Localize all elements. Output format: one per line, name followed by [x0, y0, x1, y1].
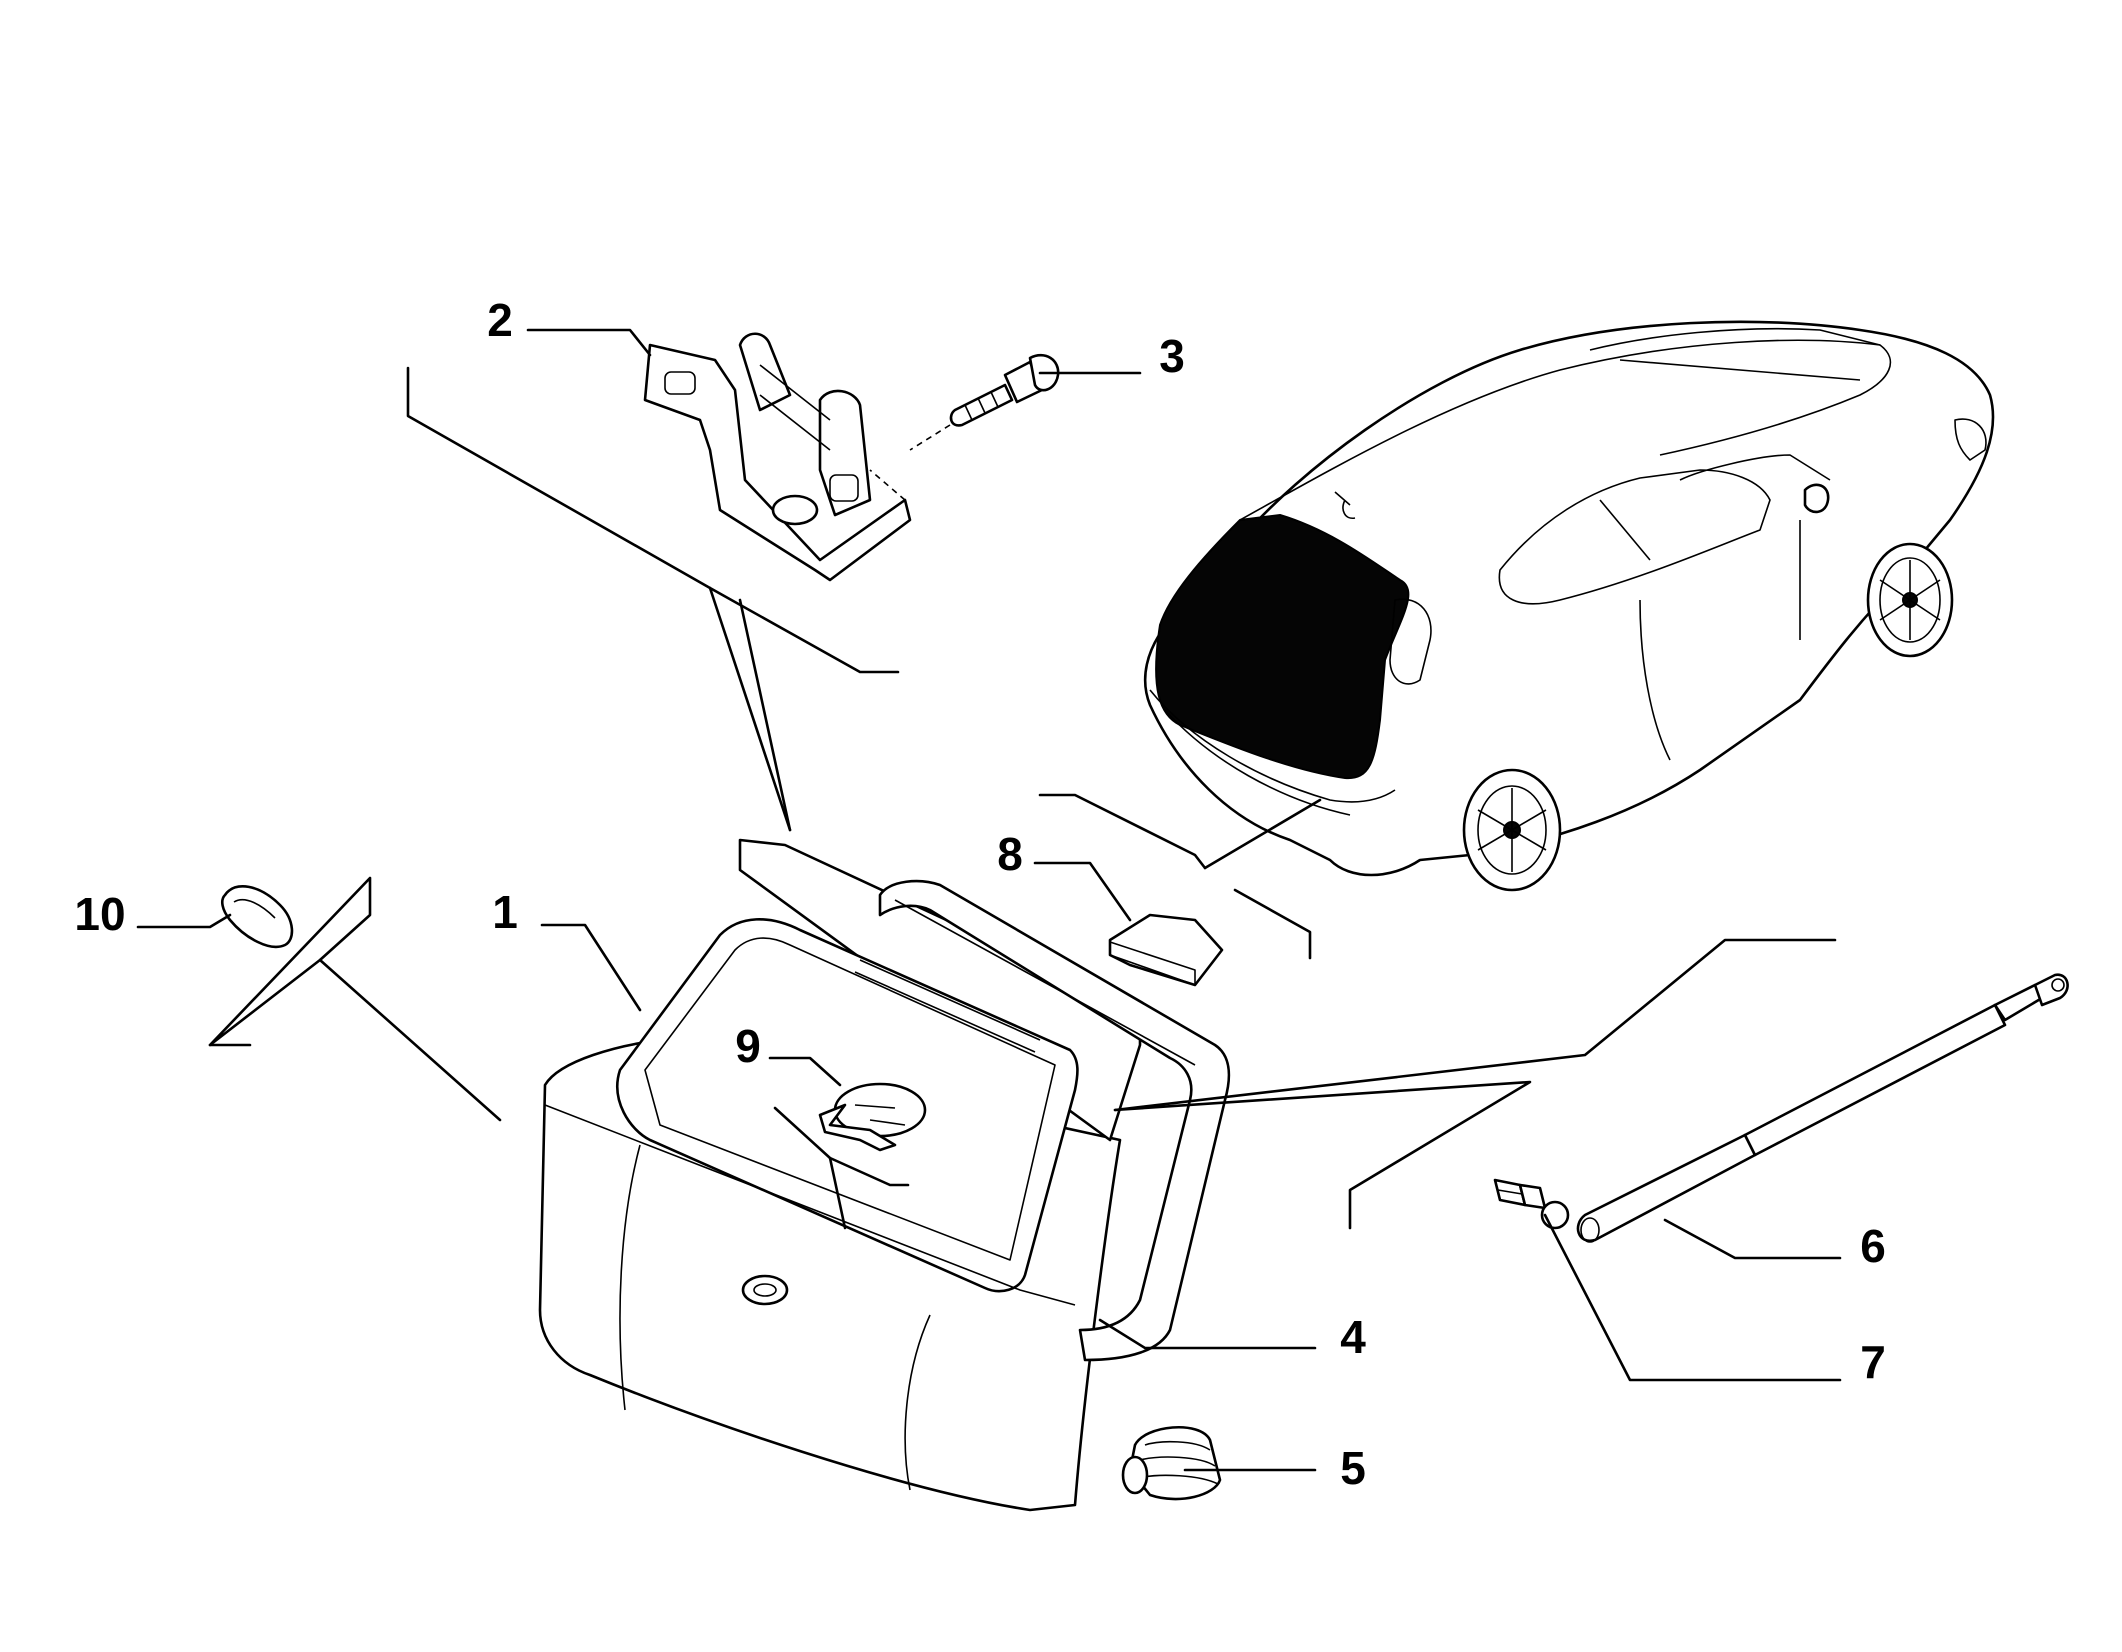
front-wheel-icon — [1866, 542, 1954, 658]
tailgate-shell — [538, 838, 1142, 1512]
callout-4: 4 — [1340, 1311, 1366, 1363]
callout-9: 9 — [735, 1020, 761, 1072]
grommet-part — [220, 885, 294, 949]
callout-10: 10 — [74, 888, 125, 940]
buffer-pad-part — [1108, 913, 1224, 987]
callout-8: 8 — [997, 828, 1023, 880]
plug-clip-part — [818, 1082, 927, 1152]
callout-1: 1 — [492, 886, 518, 938]
hinge-part — [643, 332, 912, 582]
bolt-part — [909, 353, 1060, 451]
callout-2: 2 — [487, 294, 513, 346]
callout-labels: 1 2 3 4 5 6 7 8 9 10 — [74, 294, 1885, 1494]
callout-3: 3 — [1159, 330, 1185, 382]
seal-part — [878, 879, 1231, 1362]
rear-wheel-icon — [1462, 768, 1562, 892]
ball-stud-part — [1493, 1178, 1570, 1230]
leader-lines — [136, 328, 1842, 1472]
gas-strut-part — [1576, 973, 2069, 1243]
callout-6: 6 — [1860, 1220, 1886, 1272]
vehicle-illustration — [1143, 320, 1995, 892]
callout-5: 5 — [1340, 1442, 1366, 1494]
callout-7: 7 — [1860, 1336, 1886, 1388]
bump-stop-part — [1121, 1426, 1222, 1501]
